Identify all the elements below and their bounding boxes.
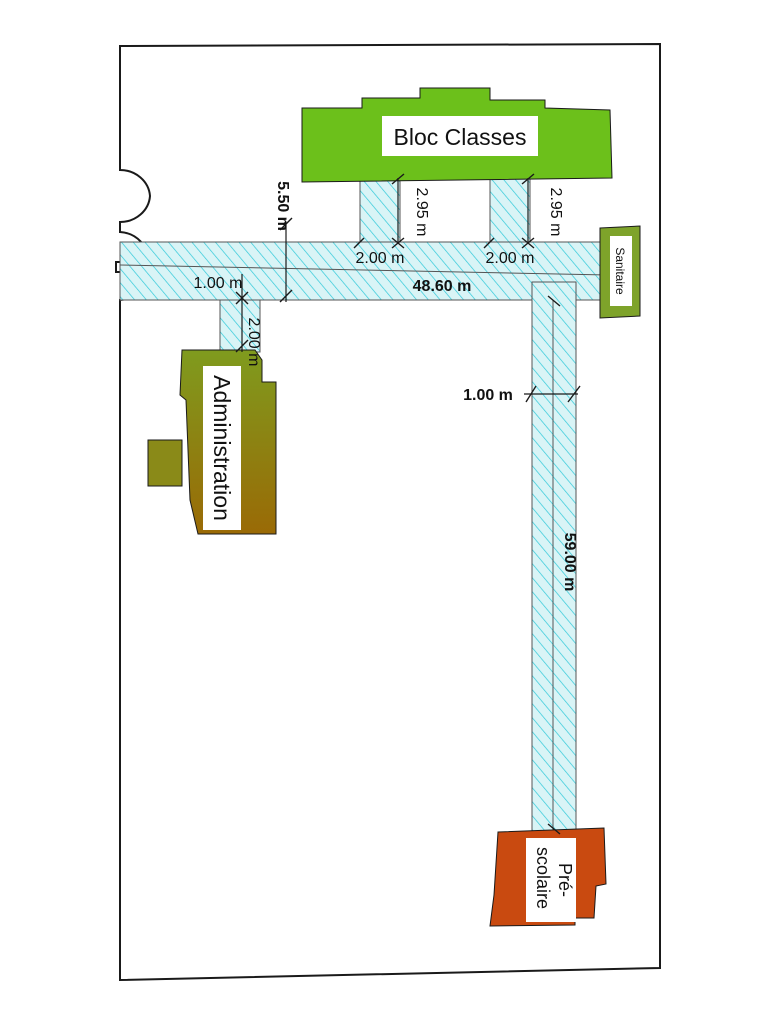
left-path-width-label: 1.00 m	[194, 275, 243, 292]
classes-path-2	[489, 177, 531, 243]
classes-path-1-width-label: 2.00 m	[356, 250, 405, 267]
classes-path-1-length-label: 2.95 m	[413, 188, 430, 237]
sanitaire-label: Sanitaire	[613, 247, 627, 295]
classes-path-1	[359, 177, 401, 243]
main-path-centerline	[119, 264, 609, 276]
prescolaire-label-box	[526, 838, 576, 922]
admin-path-tick-b	[235, 291, 249, 305]
main-path	[119, 241, 609, 301]
classes-path-1-tick-a	[391, 173, 405, 185]
main-width-label: 5.50 m	[274, 181, 291, 231]
main-width-tick-bottom	[279, 289, 293, 303]
vertical-path-width-tick-b	[567, 385, 581, 403]
vertical-path-length-tick-bottom	[547, 823, 561, 835]
vertical-path-width-tick-a	[525, 385, 537, 403]
prescolaire-label-line2: scolaire	[533, 847, 553, 909]
classes-path-1-tick-c	[391, 237, 405, 249]
main-length-label: 48.60 m	[413, 278, 472, 295]
annex-building	[147, 439, 183, 487]
vertical-path-length-label: 59.00 m	[561, 533, 578, 592]
admin-path-length-label: 2.00 m	[245, 318, 262, 367]
vertical-path	[531, 281, 577, 833]
administration-label: Administration	[209, 375, 235, 521]
vertical-path-length-tick-top	[547, 295, 561, 307]
classes-path-2-tick-a	[521, 173, 535, 185]
sanitaire-label-box	[610, 236, 632, 306]
bloc-classes-label-box	[382, 116, 538, 156]
classes-path-2-width-tick	[483, 237, 495, 249]
classes-path-2-tick-c	[521, 237, 535, 249]
bloc-classes-label: Bloc Classes	[394, 124, 527, 150]
classes-path-1-width-tick	[353, 237, 365, 249]
administration-label-box	[203, 366, 241, 530]
main-width-tick-top	[279, 217, 293, 231]
prescolaire-label-line1: Pré-	[555, 863, 575, 897]
vertical-path-width-label: 1.00 m	[463, 387, 513, 404]
classes-path-2-width-label: 2.00 m	[486, 250, 535, 267]
admin-path-tick-c	[235, 339, 249, 353]
classes-path-2-length-label: 2.95 m	[547, 188, 564, 237]
